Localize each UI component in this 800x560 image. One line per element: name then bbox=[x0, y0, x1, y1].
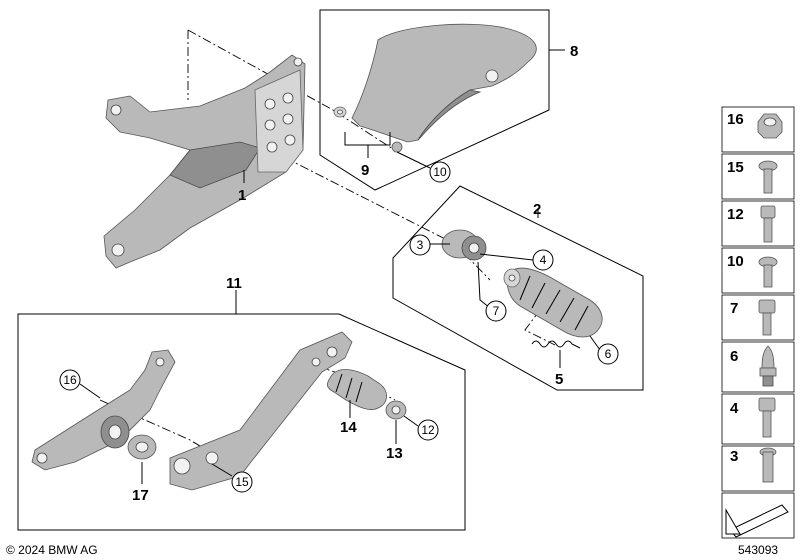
fastener-index: 16 15 12 10 7 6 4 3 bbox=[721, 106, 795, 539]
shift-bushing-part bbox=[385, 400, 407, 420]
socket-screw-icon bbox=[758, 299, 776, 336]
copyright-text: © 2024 BMW AG bbox=[6, 543, 98, 557]
index-label-3: 3 bbox=[730, 448, 738, 465]
label-7: 7 bbox=[493, 304, 500, 318]
footpeg-pivot-part bbox=[441, 229, 487, 261]
label-14: 14 bbox=[340, 419, 357, 436]
label-15: 15 bbox=[235, 475, 249, 489]
frame-footpeg bbox=[392, 185, 644, 391]
index-label-16: 16 bbox=[727, 111, 744, 128]
callout-15: 15 bbox=[231, 471, 253, 493]
leader-16 bbox=[79, 383, 101, 399]
forward-direction-arrow-icon bbox=[725, 504, 789, 538]
footpeg-rubber-part bbox=[503, 267, 603, 338]
shift-lever-part bbox=[169, 331, 353, 491]
assembly-line-spring bbox=[524, 309, 556, 346]
leader-10 bbox=[396, 151, 431, 169]
button-head-screw-icon bbox=[758, 160, 778, 194]
label-16: 16 bbox=[63, 373, 77, 387]
leader-4 bbox=[479, 253, 534, 261]
callout-12: 12 bbox=[417, 419, 439, 441]
index-label-7: 7 bbox=[730, 300, 738, 317]
assembly-line-top bbox=[187, 29, 397, 152]
return-spring-part bbox=[531, 340, 581, 349]
cap-screw-icon bbox=[760, 205, 776, 243]
callout-6: 6 bbox=[597, 343, 619, 365]
frame-footrest-cover bbox=[319, 9, 550, 191]
clevis-pin-icon bbox=[759, 447, 777, 483]
label-4: 4 bbox=[540, 253, 547, 267]
label-13: 13 bbox=[386, 445, 403, 462]
leader-6 bbox=[589, 335, 601, 351]
assembly-line-bracket-to-peg bbox=[269, 149, 491, 281]
screw-small-part bbox=[391, 141, 403, 153]
label-1: 1 bbox=[238, 187, 246, 204]
lever-arm-part bbox=[31, 349, 176, 471]
index-label-6: 6 bbox=[730, 348, 738, 365]
leader-9 bbox=[344, 132, 391, 158]
heel-guard-cover-part bbox=[351, 23, 537, 143]
label-12: 12 bbox=[421, 423, 435, 437]
label-6: 6 bbox=[605, 347, 612, 361]
callout-7: 7 bbox=[485, 300, 507, 322]
bushing-part bbox=[127, 434, 157, 460]
footrest-bracket-part bbox=[103, 54, 306, 269]
index-label-4: 4 bbox=[730, 400, 739, 417]
index-label-10: 10 bbox=[727, 253, 744, 270]
label-5: 5 bbox=[555, 371, 563, 388]
label-17: 17 bbox=[132, 487, 149, 504]
washer-part bbox=[333, 106, 347, 118]
leader-15 bbox=[211, 463, 233, 477]
cap-screw-icon-2 bbox=[758, 397, 776, 438]
index-label-12: 12 bbox=[727, 206, 744, 223]
leader-12 bbox=[403, 415, 419, 427]
label-11: 11 bbox=[226, 275, 242, 292]
leader-7 bbox=[477, 261, 491, 309]
diagram-number: 543093 bbox=[738, 543, 778, 557]
label-8: 8 bbox=[570, 43, 578, 60]
label-9: 9 bbox=[361, 162, 369, 179]
label-10: 10 bbox=[433, 165, 447, 179]
callout-16: 16 bbox=[59, 369, 81, 391]
torx-screw-icon bbox=[758, 256, 778, 288]
pointed-pin-icon bbox=[759, 345, 777, 387]
callout-4: 4 bbox=[532, 249, 554, 271]
index-label-15: 15 bbox=[727, 159, 744, 176]
shift-rubber-part bbox=[326, 369, 387, 410]
label-2: 2 bbox=[533, 201, 541, 218]
nut-icon bbox=[757, 113, 783, 139]
label-3: 3 bbox=[417, 238, 424, 252]
callout-3: 3 bbox=[409, 234, 431, 256]
callout-10: 10 bbox=[429, 161, 451, 183]
frame-shift-lever bbox=[17, 313, 466, 531]
